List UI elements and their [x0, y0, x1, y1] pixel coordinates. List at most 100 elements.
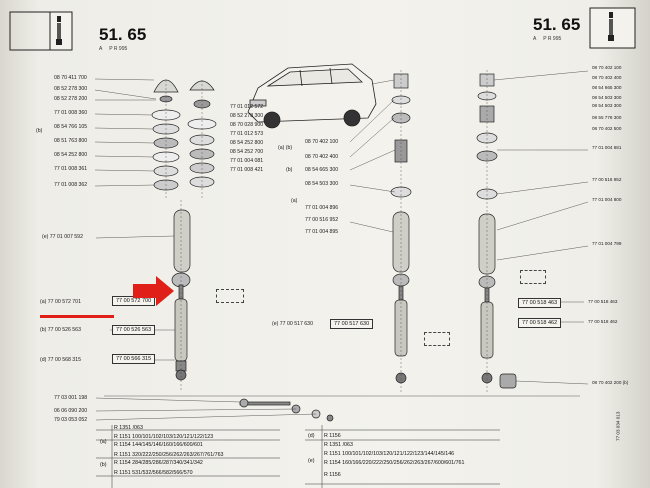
part-number: 77 01 008 360 — [54, 110, 88, 116]
part-number: 77 01 004 681 — [592, 145, 622, 150]
dashed-placeholder — [520, 270, 546, 284]
model-cell: R 1154 — [114, 460, 131, 466]
dashed-placeholder — [216, 289, 244, 303]
part-number: 08 54 503 300 — [592, 95, 622, 100]
part-number: 08 51 763 800 — [54, 138, 88, 144]
red-arrow-icon — [133, 276, 174, 306]
part-number: 08 54 252 800 — [230, 140, 264, 146]
part-number: 08 54 665 300 — [592, 85, 622, 90]
table-row: R 1154 284/285/286/287/340/341/342 — [114, 460, 203, 466]
part-number: 77 00 516 952 — [592, 177, 622, 182]
page-number-right: 51. 65 — [533, 16, 580, 33]
part-number: 08 52 278 200 — [54, 96, 88, 102]
part-number: 77 03 001 198 — [54, 395, 88, 401]
part-box-e: 77 00 517 630 — [330, 319, 374, 329]
part-box-b: 77 00 526 563 — [112, 325, 156, 335]
part-number: 77 01 008 362 — [54, 182, 88, 188]
part-number-e: (e) 77 00 517 630 — [272, 321, 313, 327]
table-row: R 1351 /063 — [114, 425, 143, 431]
table-key: (e) — [308, 458, 315, 464]
part-number: 77 01 012 572 — [230, 104, 264, 110]
part-number-e: (e) 77 01 007 592 — [42, 234, 83, 240]
part-number: 08 70 402 500 — [592, 126, 622, 131]
part-number: 08 70 402 400 — [305, 154, 339, 160]
part-number: 08 70 028 900 — [230, 122, 264, 128]
page-sub-left: A P R 995 — [99, 46, 127, 52]
part-number: 77 01 012 573 — [230, 131, 264, 137]
table-key: (d) — [308, 433, 315, 439]
model-cell: R 1156 — [324, 472, 341, 478]
sub-a: A — [99, 46, 103, 52]
codes-cell: 531/532/566/582/566/570 — [132, 470, 193, 476]
part-box-right-b: 77 00 518 462 — [518, 318, 562, 328]
table-row: R 1151 100/101/102/103/120/121/122/123/1… — [324, 451, 454, 457]
model-cell: R 1351 — [114, 425, 132, 431]
codes-cell: 144/145/146/160/166/600/601 — [132, 442, 203, 448]
part-number: 06 06 090 200 — [54, 408, 88, 414]
codes-cell: /063 — [132, 425, 143, 431]
table-key: (b) — [100, 462, 107, 468]
part-number: 79 03 053 052 — [54, 417, 88, 423]
part-number: 77 01 004 896 — [305, 205, 339, 211]
part-number: 08 52 278 300 — [54, 86, 88, 92]
part-number: 08 70 402 100 — [592, 65, 622, 70]
page-number-left: 51. 65 — [99, 26, 146, 43]
part-number: 77 01 004 081 — [230, 158, 264, 164]
part-number: 77 01 004 799 — [592, 241, 622, 246]
part-number: 08 70 402 100 — [305, 139, 339, 145]
bottom-bolt-assembly — [239, 398, 334, 422]
table-row: R 1151 100/101/102/103/120/121/122/123 — [114, 434, 213, 440]
variant-label: (a) — [291, 198, 298, 204]
table-row: R 1151 531/532/566/582/566/570 — [114, 470, 193, 476]
codes-cell: 160/166/220/222/250/256/262/263/267/600/… — [342, 460, 465, 466]
codes-cell: 100/101/102/103/120/121/122/123/144/145/… — [342, 451, 455, 457]
model-cell: R 1151 — [324, 451, 341, 457]
page-sub-right: A P R 995 — [533, 36, 561, 42]
model-cell: R 1156 — [324, 433, 341, 439]
part-box-d: 77 00 566 315 — [112, 354, 156, 364]
model-cell: R 1154 — [324, 460, 341, 466]
part-number: 77 00 518 463 — [588, 299, 618, 304]
variant-label: (b) — [286, 167, 293, 173]
part-number: 08 54 252 800 — [54, 152, 88, 158]
dashed-placeholder — [424, 332, 450, 346]
model-cell: R 1151 — [114, 452, 131, 458]
part-number: 77 01 008 421 — [230, 167, 264, 173]
variant-label: (b) — [36, 128, 43, 134]
part-number: 77 00 516 952 — [305, 217, 339, 223]
codes-cell: 284/285/286/287/340/341/342 — [132, 460, 203, 466]
page-number-main: 51 — [99, 25, 118, 44]
table-row: R 1351 /063 — [324, 442, 353, 448]
table-row: R 1154 160/166/220/222/250/256/262/263/2… — [324, 460, 464, 466]
part-number-b: (b) 77 00 526 563 — [40, 327, 81, 333]
part-number: 08 70 411 700 — [54, 75, 87, 81]
part-number: 08 54 252 700 — [230, 149, 264, 155]
codes-cell: 320/222/250/256/262/263/267/761/763 — [132, 452, 224, 458]
table-row: R 1154 144/145/146/160/166/600/601 — [114, 442, 203, 448]
part-number: 77 01 004 800 — [592, 197, 622, 202]
part-number-a: (a) 77 00 572 701 — [40, 299, 81, 305]
part-number: 08 55 778 300 — [592, 115, 622, 120]
part-number: 08 54 503 300 — [592, 103, 622, 108]
table-row: R 1156 — [324, 433, 341, 439]
codes-cell: 100/101/102/103/120/121/122/123 — [132, 434, 214, 440]
shock-thumbnail-icon — [56, 16, 62, 45]
part-number: 08 70 402 200 (b) — [592, 380, 629, 385]
sub-a: A — [533, 36, 537, 42]
page-number-suffix: . 65 — [551, 15, 581, 34]
part-number: 77 01 008 361 — [54, 166, 88, 172]
part-number: 77 01 004 895 — [305, 229, 339, 235]
table-key: (a) — [100, 439, 107, 445]
part-number: 08 54 503 300 — [305, 181, 339, 187]
part-number: 08 70 402 400 — [592, 75, 622, 80]
part-number: 08 54 766 105 — [54, 124, 88, 130]
shock-thumbnail-icon-right — [608, 12, 614, 41]
page-number-suffix: . 65 — [117, 25, 147, 44]
page-number-main: 51 — [533, 15, 552, 34]
part-box-right-a: 77 00 518 463 — [518, 298, 562, 308]
model-cell: R 1151 — [114, 470, 131, 476]
part-number-d: (d) 77 00 568 315 — [40, 357, 81, 363]
